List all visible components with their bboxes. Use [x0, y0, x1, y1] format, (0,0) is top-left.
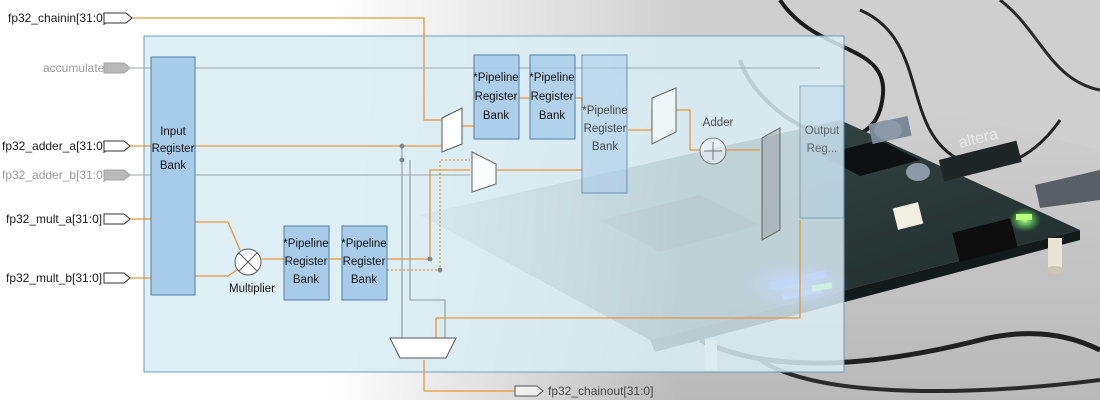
input-arrow-icon — [103, 213, 131, 225]
port-label-adder-b: fp32_adder_b[31:0] — [2, 168, 106, 182]
junction-dot — [399, 143, 405, 149]
mux-chainin — [441, 107, 463, 153]
adder: Adder — [699, 117, 734, 165]
block-label-line: Bank — [351, 274, 377, 286]
input-arrow-icon — [103, 169, 131, 181]
port-adder-b: fp32_adder_b[31:0] — [2, 168, 131, 182]
block-label-line: Bank — [592, 141, 618, 153]
block-label-line: Reg... — [807, 143, 838, 155]
block-label-line: Register — [475, 91, 518, 103]
block-label-line: Input — [160, 126, 186, 138]
block-label-line: *Pipeline — [473, 72, 518, 84]
port-adder-a: fp32_adder_a[31:0] — [2, 139, 131, 153]
block-label-line: Bank — [483, 110, 509, 122]
pipeline-register-bank-4: *Pipeline Register Bank — [529, 54, 576, 140]
block-label-line: *Pipeline — [582, 105, 627, 117]
adder-label: Adder — [703, 117, 734, 129]
port-mult-a: fp32_mult_a[31:0] — [6, 212, 131, 226]
pipeline-register-bank-3: *Pipeline Register Bank — [473, 54, 520, 140]
port-chainin: fp32_chainin[31:0] — [8, 11, 133, 25]
output-register-bank: Output Reg... — [799, 85, 845, 219]
port-mult-b: fp32_mult_b[31:0] — [6, 271, 131, 285]
block-label-line: Register — [531, 91, 574, 103]
junction-dot — [399, 157, 405, 163]
port-label-adder-a: fp32_adder_a[31:0] — [2, 139, 106, 153]
multiplier: Multiplier — [229, 248, 275, 295]
block-label-line: *Pipeline — [283, 238, 328, 250]
output-arrow-icon — [514, 385, 544, 397]
input-arrow-icon — [103, 12, 133, 24]
mux-output — [761, 127, 781, 241]
port-label-chainin: fp32_chainin[31:0] — [8, 11, 106, 25]
pipeline-register-bank-1: *Pipeline Register Bank — [283, 225, 330, 301]
mux-accumulate — [651, 87, 677, 145]
block-label-line: Register — [285, 256, 328, 268]
pipeline-register-bank-5: *Pipeline Register Bank — [581, 54, 628, 194]
block-label-line: *Pipeline — [341, 238, 386, 250]
block-label-line: *Pipeline — [529, 72, 574, 84]
input-arrow-icon — [103, 272, 131, 284]
input-arrow-icon — [103, 140, 131, 152]
input-register-bank: Input Register Bank — [150, 56, 196, 296]
junction-dot — [437, 267, 443, 273]
multiplier-label: Multiplier — [229, 283, 275, 295]
input-arrow-icon — [103, 62, 131, 74]
block-label-line: Bank — [160, 160, 186, 172]
pipeline-register-bank-2: *Pipeline Register Bank — [341, 225, 388, 301]
block-label-line: Bank — [293, 274, 319, 286]
mux-chainout — [389, 337, 457, 359]
port-chainout: fp32_chainout[31:0] — [514, 384, 653, 398]
port-label-accumulate: accumulate — [43, 61, 105, 75]
mux-adder-b — [471, 151, 497, 193]
block-label-line: Register — [343, 256, 386, 268]
port-label-mult-b: fp32_mult_b[31:0] — [6, 271, 102, 285]
junction-dot — [427, 256, 433, 262]
block-label-line: Register — [152, 143, 195, 155]
port-label-chainout: fp32_chainout[31:0] — [548, 384, 653, 398]
port-accumulate: accumulate — [43, 61, 131, 75]
block-label-line: Bank — [539, 110, 565, 122]
port-label-mult-a: fp32_mult_a[31:0] — [6, 212, 102, 226]
block-label-line: Register — [584, 123, 627, 135]
block-label-line: Output — [805, 125, 840, 137]
